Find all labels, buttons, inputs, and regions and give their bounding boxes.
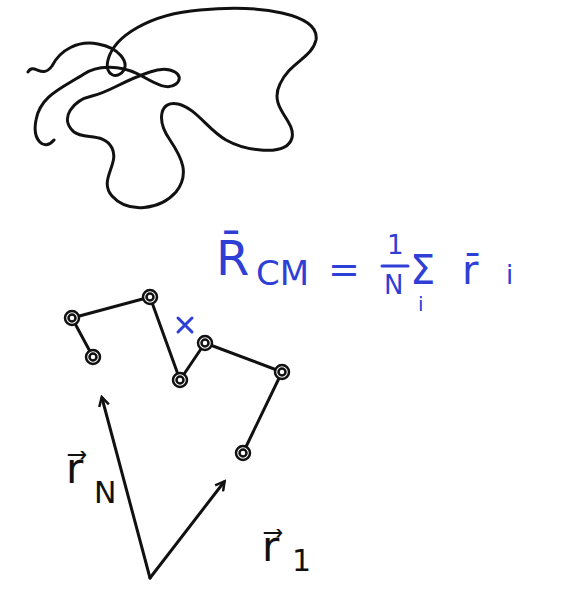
formula-subscript: CM [256, 256, 309, 290]
formula-symbol: r̄ [462, 250, 478, 290]
vector-label: r⃗ [262, 526, 279, 568]
polymer-coil [28, 8, 316, 207]
formula-number: 1 [387, 232, 404, 258]
formula-symbol: R̄ [216, 234, 249, 282]
vector-arrow [150, 482, 224, 578]
vector-subscript: 1 [292, 546, 311, 576]
formula-symbol: N [384, 272, 403, 298]
formula-subscript: i [418, 294, 424, 314]
beads [65, 290, 289, 460]
vector-label: r⃗ [66, 448, 83, 490]
formula-subscript: i [506, 262, 513, 288]
formula-symbol: Σ [410, 250, 435, 290]
vector-subscript: N [94, 478, 116, 508]
formula-symbol: = [328, 250, 360, 288]
bead-chain [72, 297, 282, 453]
fraction-bar [382, 265, 408, 268]
center-of-mass-cross [178, 318, 192, 332]
